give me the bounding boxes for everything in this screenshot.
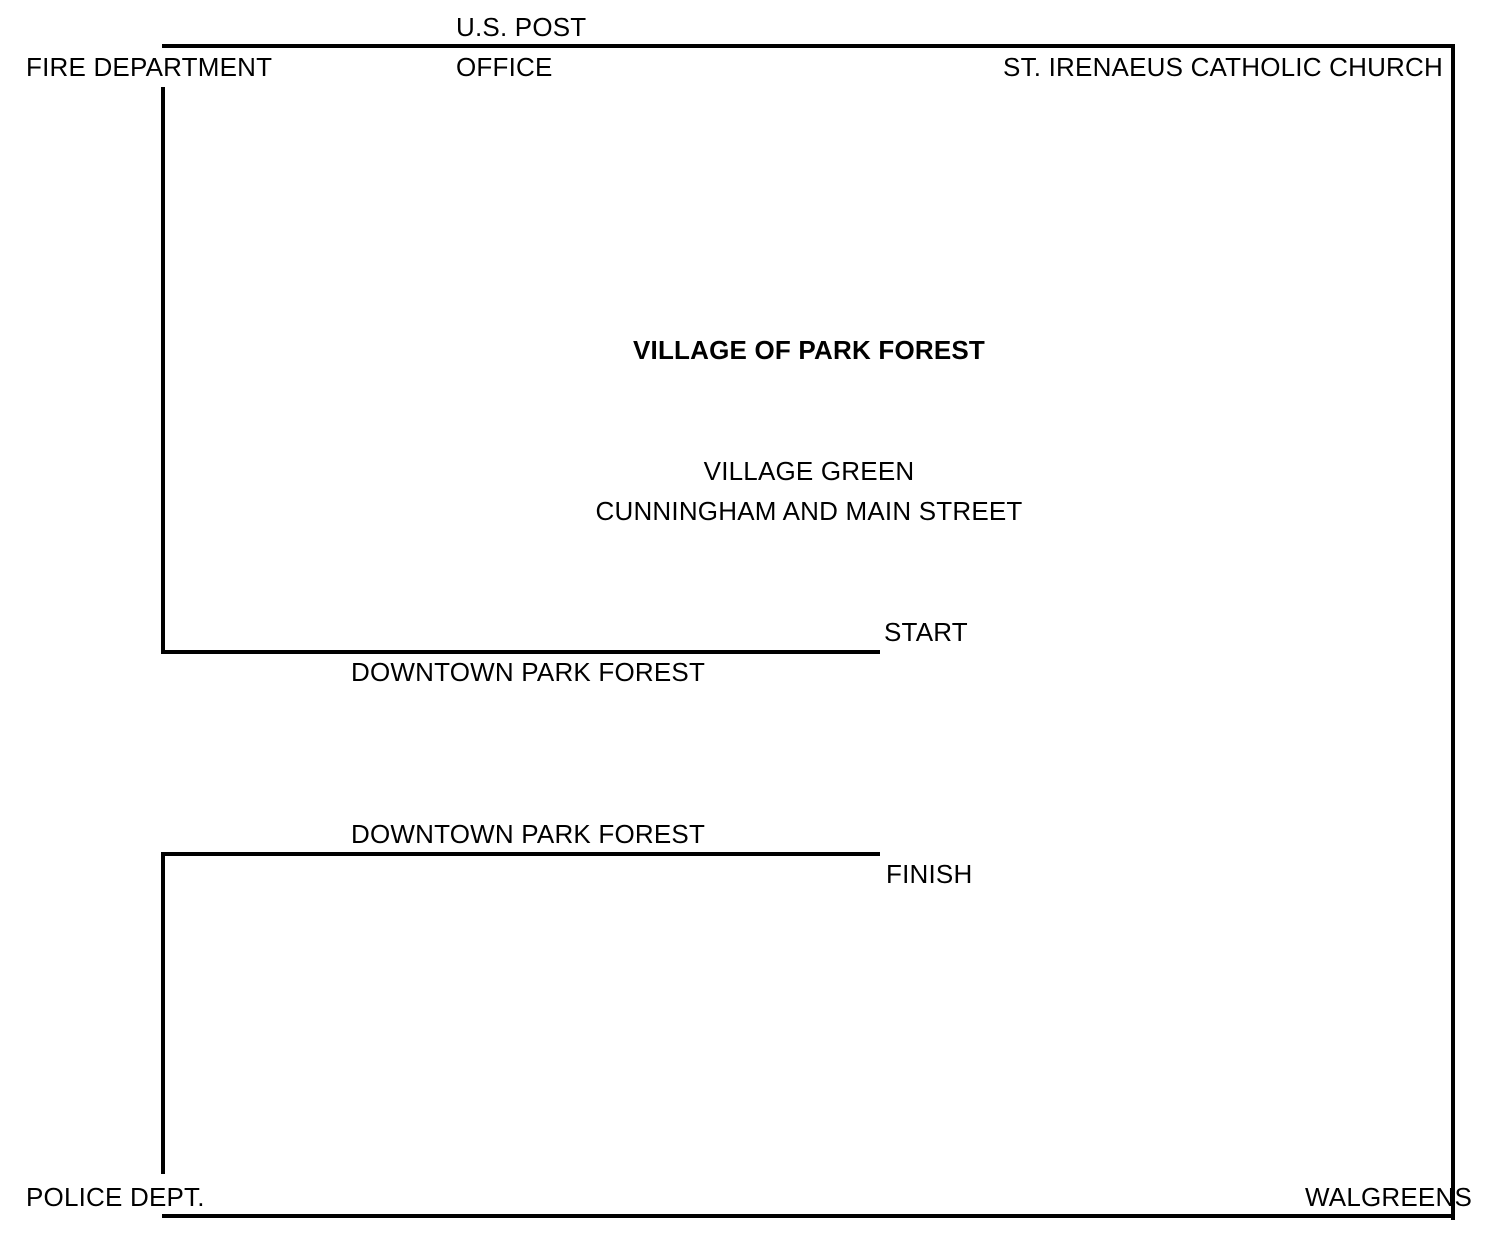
route-bottom-segment bbox=[162, 1214, 1455, 1218]
post-office-label-line2: OFFICE bbox=[456, 52, 553, 82]
downtown-upper-label: DOWNTOWN PARK FOREST bbox=[351, 657, 706, 687]
route-top-segment bbox=[162, 44, 1455, 48]
map-title: VILLAGE OF PARK FOREST bbox=[632, 335, 986, 365]
start-label: START bbox=[884, 617, 968, 647]
route-right-segment bbox=[1451, 44, 1455, 1220]
village-green-label: VILLAGE GREEN bbox=[703, 456, 915, 486]
route-left-lower-segment bbox=[161, 852, 165, 1174]
downtown-lower-label: DOWNTOWN PARK FOREST bbox=[351, 819, 706, 849]
church-label: ST. IRENAEUS CATHOLIC CHURCH bbox=[1003, 52, 1443, 82]
police-department-label: POLICE DEPT. bbox=[26, 1182, 205, 1212]
post-office-label-line1: U.S. POST bbox=[456, 12, 587, 42]
walgreens-label: WALGREENS bbox=[1305, 1182, 1472, 1212]
route-start-segment bbox=[161, 650, 880, 654]
fire-department-label: FIRE DEPARTMENT bbox=[26, 52, 273, 82]
route-finish-segment bbox=[161, 852, 880, 856]
finish-label: FINISH bbox=[886, 859, 973, 889]
route-left-upper-segment bbox=[161, 87, 165, 654]
intersection-label: CUNNINGHAM AND MAIN STREET bbox=[595, 496, 1023, 526]
